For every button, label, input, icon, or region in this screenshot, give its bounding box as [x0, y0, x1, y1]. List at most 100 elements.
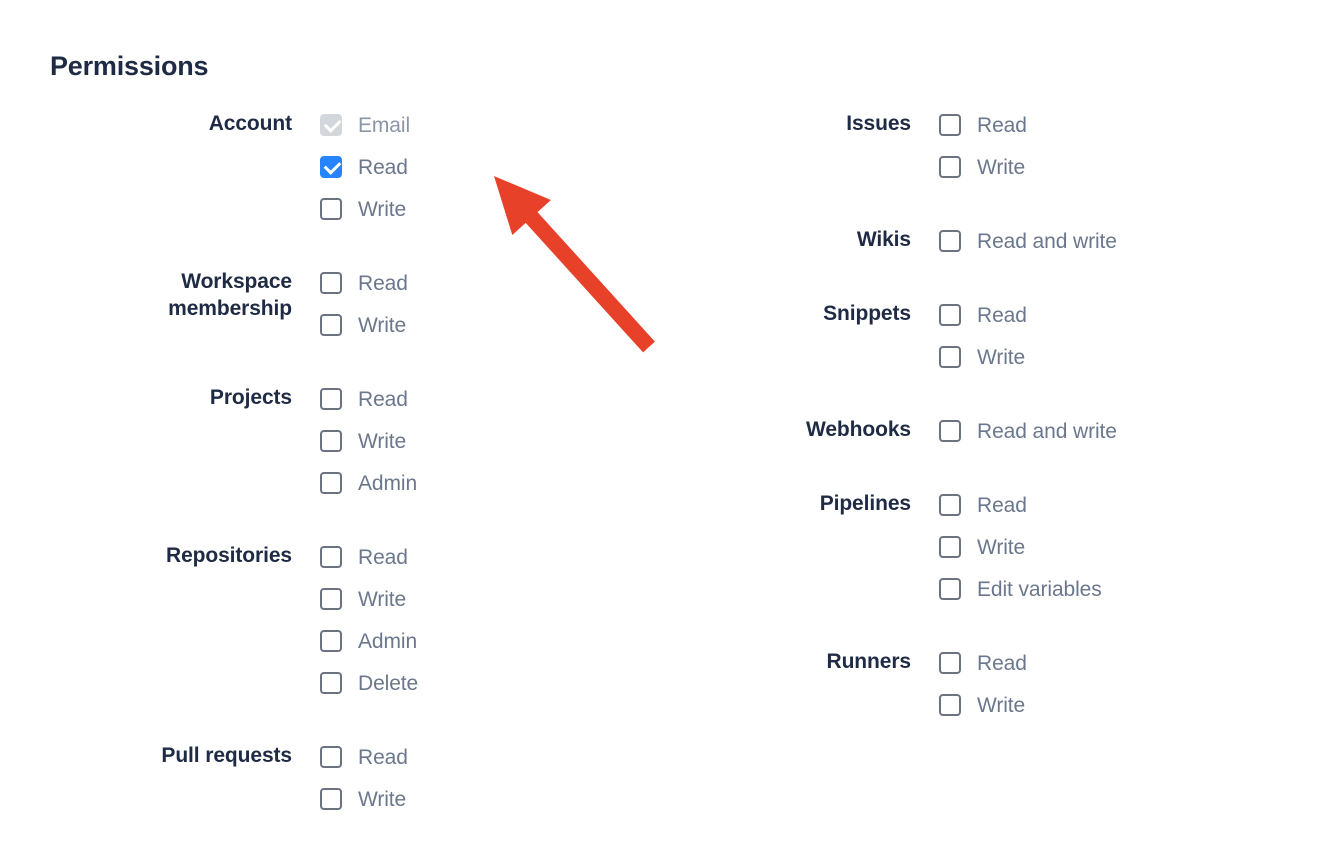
permission-option-row[interactable]: Email: [320, 104, 660, 146]
permission-option-row[interactable]: Write: [939, 526, 1322, 568]
checkbox-unchecked-icon[interactable]: [320, 546, 342, 568]
permission-option-row[interactable]: Write: [320, 778, 660, 820]
permission-option-row[interactable]: Read: [320, 378, 660, 420]
checkbox-unchecked-icon[interactable]: [320, 430, 342, 452]
permission-option-label: Write: [977, 535, 1026, 559]
page-title: Permissions: [50, 51, 209, 81]
checkbox-unchecked-icon[interactable]: [939, 578, 961, 600]
permission-group-label: Runners: [826, 650, 912, 673]
checkbox-checked-disabled-icon: [320, 114, 342, 136]
permission-option-row[interactable]: Write: [939, 146, 1322, 188]
permission-option-label: Write: [358, 429, 407, 453]
permission-option-row[interactable]: Admin: [320, 620, 660, 662]
permission-option-list: Read and write: [939, 220, 1322, 262]
permission-group-label: Webhooks: [806, 418, 911, 441]
permission-option-row[interactable]: Read: [939, 294, 1322, 336]
permission-option-row[interactable]: Delete: [320, 662, 660, 704]
permission-option-row[interactable]: Read: [939, 104, 1322, 146]
permission-option-label: Read and write: [977, 229, 1117, 253]
checkbox-unchecked-icon[interactable]: [320, 746, 342, 768]
checkbox-unchecked-icon[interactable]: [939, 694, 961, 716]
permission-group: Wikis Read and write: [660, 220, 1322, 262]
permission-group-label: Pipelines: [819, 492, 911, 515]
permission-option-row[interactable]: Write: [939, 684, 1322, 726]
permission-option-label: Read: [977, 493, 1027, 517]
checkbox-unchecked-icon[interactable]: [320, 588, 342, 610]
checkbox-unchecked-icon[interactable]: [939, 114, 961, 136]
checkbox-checked-icon[interactable]: [320, 156, 342, 178]
checkbox-unchecked-icon[interactable]: [320, 672, 342, 694]
permission-option-row[interactable]: Read: [320, 536, 660, 578]
permission-option-label: Email: [358, 113, 411, 137]
permission-option-row[interactable]: Read: [939, 642, 1322, 684]
permission-option-label: Read: [358, 545, 408, 569]
permission-option-label: Read: [977, 651, 1027, 675]
checkbox-unchecked-icon[interactable]: [320, 272, 342, 294]
permission-option-label: Read: [358, 271, 408, 295]
permission-option-row[interactable]: Read: [939, 484, 1322, 526]
permission-option-label: Delete: [358, 671, 419, 695]
checkbox-unchecked-icon[interactable]: [320, 388, 342, 410]
permission-option-label: Write: [977, 345, 1026, 369]
permission-option-row[interactable]: Admin: [320, 462, 660, 504]
permission-group-label: Repositories: [166, 544, 292, 567]
permission-group-label: Wikis: [856, 228, 911, 251]
permission-option-row[interactable]: Edit variables: [939, 568, 1322, 610]
permission-option-label: Write: [358, 197, 407, 221]
permission-group-label: Workspace membership: [168, 270, 292, 320]
permission-group-label: Account: [208, 112, 292, 135]
checkbox-unchecked-icon[interactable]: [320, 314, 342, 336]
checkmark-icon: [323, 157, 342, 175]
permission-option-row[interactable]: Read and write: [939, 220, 1322, 262]
permission-option-row[interactable]: Write: [320, 578, 660, 620]
checkbox-unchecked-icon[interactable]: [939, 230, 961, 252]
checkbox-unchecked-icon[interactable]: [939, 420, 961, 442]
permission-option-row[interactable]: Read: [320, 736, 660, 778]
checkbox-unchecked-icon[interactable]: [939, 652, 961, 674]
checkbox-unchecked-icon[interactable]: [320, 630, 342, 652]
checkbox-unchecked-icon[interactable]: [939, 346, 961, 368]
permission-group-label: Issues: [846, 112, 911, 135]
permission-option-label: Read: [358, 387, 408, 411]
checkbox-unchecked-icon[interactable]: [939, 536, 961, 558]
checkbox-unchecked-icon[interactable]: [939, 494, 961, 516]
checkbox-unchecked-icon[interactable]: [939, 304, 961, 326]
permission-option-row[interactable]: Write: [320, 188, 660, 230]
checkmark-icon: [323, 115, 342, 133]
permission-option-label: Write: [358, 787, 407, 811]
permission-option-row[interactable]: Read: [320, 146, 660, 188]
permission-option-label: Write: [358, 313, 407, 337]
checkbox-unchecked-icon[interactable]: [939, 156, 961, 178]
permission-option-row[interactable]: Read: [320, 262, 660, 304]
permission-option-label: Read and write: [977, 419, 1117, 443]
permission-option-list: Read and write: [939, 410, 1322, 452]
permission-option-label: Write: [358, 587, 407, 611]
permission-option-label: Read: [977, 303, 1027, 327]
checkbox-unchecked-icon[interactable]: [320, 198, 342, 220]
permission-option-row[interactable]: Write: [320, 304, 660, 346]
permission-option-row[interactable]: Read and write: [939, 410, 1322, 452]
permission-option-label: Edit variables: [977, 577, 1102, 601]
permission-option-label: Admin: [358, 629, 418, 653]
checkbox-unchecked-icon[interactable]: [320, 472, 342, 494]
permission-group-label: Snippets: [823, 302, 911, 325]
checkbox-unchecked-icon[interactable]: [320, 788, 342, 810]
permission-option-row[interactable]: Write: [939, 336, 1322, 378]
permission-option-label: Write: [977, 155, 1026, 179]
permission-option-row[interactable]: Write: [320, 420, 660, 462]
